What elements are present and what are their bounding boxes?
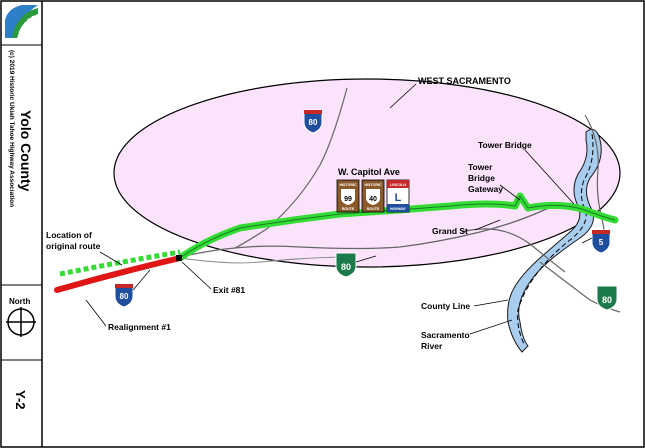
svg-text:ROUTE: ROUTE [367,207,380,211]
location-original-line1: Location of [46,230,92,240]
lincoln-highway-centerline [179,195,616,259]
svg-text:HISTORIC: HISTORIC [339,183,357,187]
grand-st-leader [474,219,501,231]
exit-81-label: Exit #81 [213,285,245,295]
exit-81-leader [181,261,212,290]
lincoln-highway-sign: LINCOLN L HIGHWAY [386,179,410,213]
svg-text:ROUTE: ROUTE [342,207,355,211]
tower-bridge-gateway-line1: Tower [468,162,493,172]
i5-leader [581,237,593,244]
county-line-leader [473,299,509,307]
sacramento-river [507,128,602,353]
i5-shield: 5 [591,229,611,254]
i80-shield-top: 80 [303,109,323,134]
realignment-label: Realignment #1 [108,322,171,332]
west-sacramento-label: WEST SACRAMENTO [418,76,511,86]
road-north [234,87,348,249]
svg-text:HIGHWAY: HIGHWAY [390,207,407,211]
business-80-shield-east: 80 [596,285,618,311]
svg-text:80: 80 [602,295,612,305]
historic-us99-sign: HISTORIC 99 ROUTE [336,179,360,213]
north-label: North [9,297,30,306]
location-original-line2: original route [46,241,101,251]
road-grand-st [461,228,566,273]
association-logo [3,3,39,41]
sacramento-river-leader [469,319,513,335]
location-original-leader [99,251,123,266]
svg-text:40: 40 [369,196,377,203]
west-sacramento-area [113,78,621,268]
svg-text:80: 80 [309,118,318,127]
svg-text:HISTORIC: HISTORIC [364,183,382,187]
county-title: Yolo County [18,110,34,192]
tower-bridge-gateway-line2: Bridge [468,173,495,183]
svg-text:80: 80 [341,262,351,272]
svg-text:5: 5 [599,238,604,247]
gateway-leader [499,184,521,201]
business-80-shield-center: 80 [335,252,357,278]
i80-west-leader [132,269,151,291]
sacramento-river-line1: Sacramento [421,330,470,340]
tower-bridge-gateway-line3: Gateway [468,184,503,194]
county-line-label: County Line [421,301,470,311]
road-i5 [584,114,606,241]
tower-bridge-label: Tower Bridge [478,140,532,150]
i80-center-leader [355,255,377,263]
sacramento-river-line2: River [421,341,443,351]
realignment-leader [85,299,107,327]
road-lower [179,256,341,264]
i80-shield-west: 80 [114,283,134,308]
road-i80-route [179,204,556,258]
tower-bridge-leader [524,149,575,205]
w-capitol-ave-label: W. Capitol Ave [338,167,400,177]
original-route-dotted [59,249,181,277]
svg-text:LINCOLN: LINCOLN [390,183,406,187]
realignment-route [54,255,183,293]
svg-text:80: 80 [120,292,129,301]
county-line-dash [517,133,594,347]
north-arrow-icon [6,307,36,337]
historic-us40-sign: HISTORIC 40 ROUTE [361,179,385,213]
west-sacramento-leader [389,83,417,109]
map-id: Y-2 [13,390,28,410]
copyright-text: (c) 2019 Historic Ukiah Tahoe Highway As… [8,50,15,207]
road-southeast [539,261,621,313]
svg-text:99: 99 [344,196,352,203]
svg-text:L: L [395,192,402,204]
grand-st-label: Grand St [432,226,468,236]
exit-81-marker [176,255,182,261]
